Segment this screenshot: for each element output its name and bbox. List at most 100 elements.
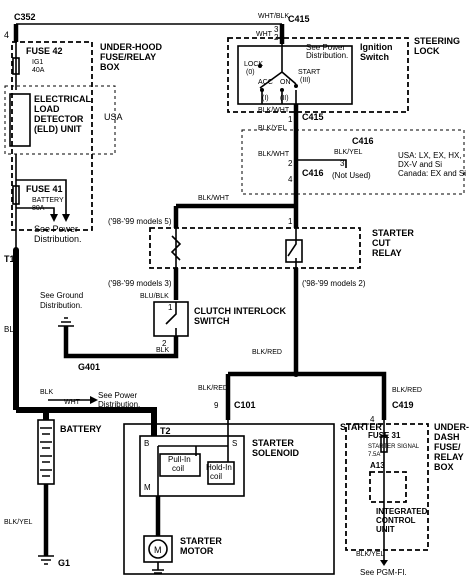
junction-dot [293, 371, 299, 377]
clutch-ground-wire [63, 326, 179, 359]
wire-wht-blk: WHT/BLK [258, 13, 289, 20]
clutch-label-2: SWITCH [194, 316, 230, 326]
g1-ground-symbol [38, 555, 54, 565]
wire-blk-yel-4: BLK/YEL [356, 551, 385, 558]
eld-usa-outline [4, 85, 116, 155]
fuse42-sub2: 40A [32, 67, 45, 74]
steering-lock-outline [227, 37, 409, 113]
solenoid-s: S [232, 439, 237, 448]
underhood-label-2: FUSE/RELAY [100, 52, 156, 62]
c416-not-used: (Not Used) [332, 171, 371, 180]
icu-box [369, 471, 407, 503]
c415-pin3: 3 [274, 25, 279, 34]
relay-pin1: 1 [288, 217, 293, 226]
starter-motor-label-1: STARTER [180, 536, 222, 546]
fuse31-sub1: STARTER SIGNAL [368, 444, 420, 450]
g401-label: G401 [78, 362, 100, 372]
underdash-box-outline [345, 423, 429, 551]
relay-top-bus [173, 203, 299, 228]
motor-m: M [154, 545, 162, 555]
wire-blk-yel-2: BLK/YEL [334, 149, 363, 156]
eld-label-3: DETECTOR [34, 114, 84, 124]
wire-blk-wht-3: BLK/WHT [198, 195, 230, 202]
c416-pin2: 2 [288, 159, 293, 168]
starter-solenoid-label-2: SOLENOID [252, 448, 300, 458]
fuse42-sub1: IG1 [32, 59, 43, 66]
eld-label-2: LOAD [34, 104, 60, 114]
c416-jumper [296, 159, 347, 168]
lock-pos: LOCK [244, 61, 263, 68]
models-note-3: Canada: EX and Si [398, 169, 466, 178]
starter-outline [123, 423, 335, 575]
eld-label-4: (ELD) UNIT [34, 124, 82, 134]
see-pgm-arrow [380, 560, 388, 566]
underhood-box-outline [11, 41, 93, 231]
wire-blk-red-1: BLK/RED [252, 349, 282, 356]
wire-blk-wht-top: BLK/WHT [258, 151, 290, 158]
starter-label: STARTER [340, 422, 382, 432]
hold-in-coil-box [207, 461, 235, 485]
wire-wht-battery: WHT [64, 399, 81, 406]
c416-mid-label: C416 [302, 168, 324, 178]
wire-blk-yel-1: BLK/YEL [258, 125, 287, 132]
see-power-3-line1: See Power [98, 391, 137, 400]
c416-region [241, 129, 465, 195]
underhood-label-3: BOX [100, 62, 120, 72]
t2-label: T2 [160, 426, 171, 436]
wire-blk-red-2: BLK/RED [198, 385, 228, 392]
see-power-3-line2: Distribution. [98, 400, 140, 409]
battery-symbol [37, 419, 55, 485]
fuse31-symbol [380, 435, 388, 453]
see-power-2-line1: See Power [306, 43, 345, 52]
acc-pos: ACC [258, 79, 273, 86]
steering-lock-label-2: LOCK [414, 46, 440, 56]
clutch-label-1: CLUTCH INTERLOCK [194, 306, 286, 316]
wire-blk-wht-1: BLK/WHT [258, 107, 290, 114]
icu-label-3: UNIT [376, 525, 395, 534]
wire-wht: WHT [256, 31, 273, 38]
fuse41-symbol [12, 185, 20, 205]
c416-pin4: 4 [288, 175, 293, 184]
fuse41-sub1: BATTERY [32, 197, 64, 204]
starter-solenoid-box [139, 435, 245, 497]
eld-label-1: ELECTRICAL [34, 94, 91, 104]
c352-label: C352 [14, 12, 36, 22]
fuse-junction-wires [16, 179, 67, 216]
icu-label-1: INTEGRATED [376, 507, 428, 516]
lock-pos-sub: (0) [246, 69, 255, 76]
fuse42-symbol [12, 57, 20, 75]
wire-blk-1: BLK [4, 325, 20, 334]
see-power-1-line1: See Power [34, 224, 78, 234]
t1-label: T1 [4, 254, 15, 264]
hold-in-label-1: Hold-In [206, 463, 232, 472]
g1-label: G1 [58, 558, 70, 568]
underdash-label-3: FUSE/ [434, 442, 461, 452]
wire-blk-red-3: BLK/RED [392, 387, 422, 394]
starter-cut-label-3: RELAY [372, 248, 402, 258]
relay-coil [170, 228, 182, 268]
solenoid-internal-wiring [157, 420, 229, 500]
wire-blk-yel-3: BLK/YEL [4, 519, 33, 526]
relay-to-c101-c419 [225, 371, 387, 420]
fuse41-label: FUSE 41 [26, 184, 63, 194]
eld-unit-box [9, 93, 31, 147]
c416-top-label: C416 [352, 136, 374, 146]
wire-blu-blk: BLU/BLK [140, 293, 169, 300]
wire-blk-battery: BLK [40, 389, 54, 396]
starter-cut-label-1: STARTER [372, 228, 414, 238]
c415-mid-label: C415 [302, 112, 324, 122]
starter-cut-label-2: CUT [372, 238, 391, 248]
ign-contact-start [294, 84, 298, 88]
starter-cut-relay-outline [149, 227, 361, 269]
see-power-1-line2: Distribution. [34, 234, 82, 244]
c101-pin: 9 [214, 401, 219, 410]
acc-pos-sub: (I) [262, 95, 269, 102]
clutch-switch-contact [165, 302, 177, 336]
fuse42-label: FUSE 42 [26, 46, 63, 56]
hold-in-label-2: coil [210, 472, 222, 481]
ign-contact-on [280, 88, 284, 92]
models-note-2: DX-V and Si [398, 160, 442, 169]
on-pos: ON [280, 79, 291, 86]
see-power-3-arrowhead [90, 396, 98, 404]
